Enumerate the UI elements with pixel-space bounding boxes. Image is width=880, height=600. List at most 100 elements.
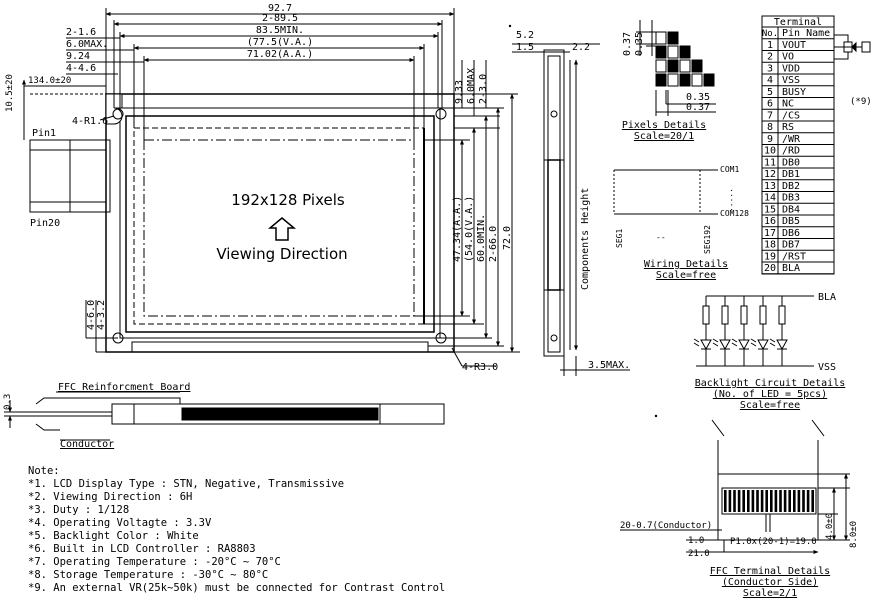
ffc-dim-4: 4.0±0 <box>825 513 835 540</box>
terminal-pin-no: 14 <box>764 193 776 204</box>
side-view <box>512 43 630 376</box>
dim-left-3: 9.24 <box>66 51 90 62</box>
note-item: *3. Duty : 1/128 <box>28 504 129 516</box>
backlight-title: Backlight Circuit Details <box>695 378 846 389</box>
ffc-terminal-scale: Scale=2/1 <box>743 588 797 599</box>
note-item: *8. Storage Temperature : -30°C ~ 80°C <box>28 569 268 581</box>
backlight-circuit <box>693 295 814 367</box>
terminal-pin-name: /RST <box>782 251 806 262</box>
ffc-dim-21: 21.0 <box>688 549 710 559</box>
dim-active-area-width: 71.02(A.A.) <box>247 49 313 60</box>
terminal-col-name: Pin Name <box>782 28 830 39</box>
terminal-pin-no: 2 <box>767 52 773 63</box>
ffc-terminal-title: FFC Terminal Details <box>710 566 830 577</box>
mount-hole-tl <box>105 93 124 125</box>
wiring-seg1: SEG1 <box>615 229 624 248</box>
ffc-reinforcement-label: FFC Reinforcment Board <box>58 382 190 393</box>
ffc-terminal-details <box>620 419 850 554</box>
terminal-pin-name: BLA <box>782 263 800 274</box>
terminal-pin-name: DB3 <box>782 193 800 204</box>
side-dim-1: 5.2 <box>516 30 534 41</box>
wiring-details-title: Wiring Details <box>644 259 728 270</box>
terminal-pin-name: DB4 <box>782 204 800 215</box>
led-icon <box>776 339 788 351</box>
dim-hole-radius-top: 4-R1.6 <box>72 116 108 127</box>
wiring-dots: ..... <box>729 188 738 212</box>
dim-ffc-offset: 10.5±20 <box>5 74 15 112</box>
bezel-frame <box>125 115 435 333</box>
dim-frame-width: 83.5MIN. <box>256 25 304 36</box>
terminal-pin-name: BUSY <box>782 87 806 98</box>
dim-left-bottom-1: 4-6.0 <box>86 300 97 330</box>
terminal-pin-no: 18 <box>764 240 776 251</box>
terminal-col-no: No. <box>762 29 778 39</box>
terminal-pin-name: DB5 <box>782 216 800 227</box>
dim-hole-radius-bottom: 4-R3.0 <box>462 362 498 373</box>
components-height-label: Components Height <box>580 188 591 290</box>
dim-hole-pitch-vertical: 2-66.0 <box>488 226 499 262</box>
main-front-view <box>22 8 520 367</box>
side-dim-2: 1.5 <box>516 42 534 53</box>
terminal-pin-no: 8 <box>767 122 773 133</box>
note-item: *7. Operating Temperature : -20°C ~ 70°C <box>28 556 281 568</box>
terminal-pin-name: /CS <box>782 110 800 121</box>
dim-view-area-height: (54.0(V.A.) <box>464 196 475 262</box>
note-item: *1. LCD Display Type : STN, Negative, Tr… <box>28 478 344 490</box>
resistor-icon <box>759 305 767 325</box>
terminal-pin-no: 3 <box>767 63 773 74</box>
note-item: *9. An external VR(25k~50k) must be conn… <box>28 582 445 594</box>
terminal-pin-name: DB0 <box>782 157 800 168</box>
backlight-scale: Scale=free <box>740 400 800 411</box>
terminal-pin-no: 15 <box>764 204 776 215</box>
metal-frame <box>119 107 441 339</box>
dim-left-bottom-2: 4-3.2 <box>96 300 107 330</box>
side-max-height: 3.5MAX. <box>588 360 630 371</box>
terminal-pin-no: 12 <box>764 169 776 180</box>
wiring-com1: COM1 <box>720 165 739 174</box>
pixels-details-title: Pixels Details <box>622 120 706 131</box>
ffc-dim-1: 1.0 <box>688 536 704 546</box>
pixel-details <box>636 20 716 116</box>
ffc-conductor-dim: 20-0.7(Conductor) <box>620 521 712 531</box>
dim-left-5: 134.0±20 <box>28 76 71 86</box>
resistor-icon <box>778 305 786 325</box>
wiring-seg192: SEG192 <box>703 225 712 254</box>
terminal-pin-name: DB2 <box>782 181 800 192</box>
dim-frame-height: 60.0MIN. <box>476 214 487 262</box>
viewing-direction-arrow-icon <box>267 217 297 241</box>
dim-left-2: 6.0MAX. <box>66 39 108 50</box>
terminal-pin-no: 6 <box>767 99 773 110</box>
terminal-pin-no: 4 <box>767 75 773 86</box>
ffc-conductor-label: Conductor <box>60 439 114 450</box>
dim-left-1: 2-1.6 <box>66 27 96 38</box>
resistor-icon <box>702 305 710 325</box>
terminal-pin-name: DB7 <box>782 240 800 251</box>
resistor-icon <box>721 305 729 325</box>
ffc-terminal-subtitle: (Conductor Side) <box>722 577 818 588</box>
pixel-dim-2: 0.35 <box>634 32 645 56</box>
note-item: *4. Operating Voltagte : 3.3V <box>28 517 212 529</box>
note-item: *6. Built in LCD Controller : RA8803 <box>28 543 256 555</box>
view-area-outline <box>133 127 425 325</box>
terminal-pin-name: /WR <box>782 134 801 145</box>
led-icon <box>738 339 750 351</box>
wiring-details-scale: Scale=free <box>656 270 716 281</box>
resistor-icon <box>740 305 748 325</box>
viewing-direction-label: Viewing Direction <box>216 245 347 263</box>
side-dim-3: 2.2 <box>572 42 590 53</box>
terminal-table <box>761 15 871 275</box>
pixel-dim-1: 0.37 <box>622 32 633 56</box>
terminal-pin-name: VSS <box>782 75 800 86</box>
backlight-vss: VSS <box>818 362 836 373</box>
ffc-thickness: 0.3 <box>3 394 13 410</box>
pcb-outline <box>105 93 455 353</box>
dim-overall-height: 72.0 <box>502 226 513 250</box>
terminal-pin-no: 9 <box>767 134 773 145</box>
dim-right-top-1: 9.33 <box>454 80 465 104</box>
wiring-dash: -- <box>656 233 666 242</box>
pixel-dim-4: 0.37 <box>686 102 710 113</box>
terminal-header: Terminal <box>774 17 822 28</box>
terminal-pin-no: 16 <box>764 216 776 227</box>
terminal-pin-no: 20 <box>764 263 776 274</box>
terminal-pin-name: DB1 <box>782 169 800 180</box>
